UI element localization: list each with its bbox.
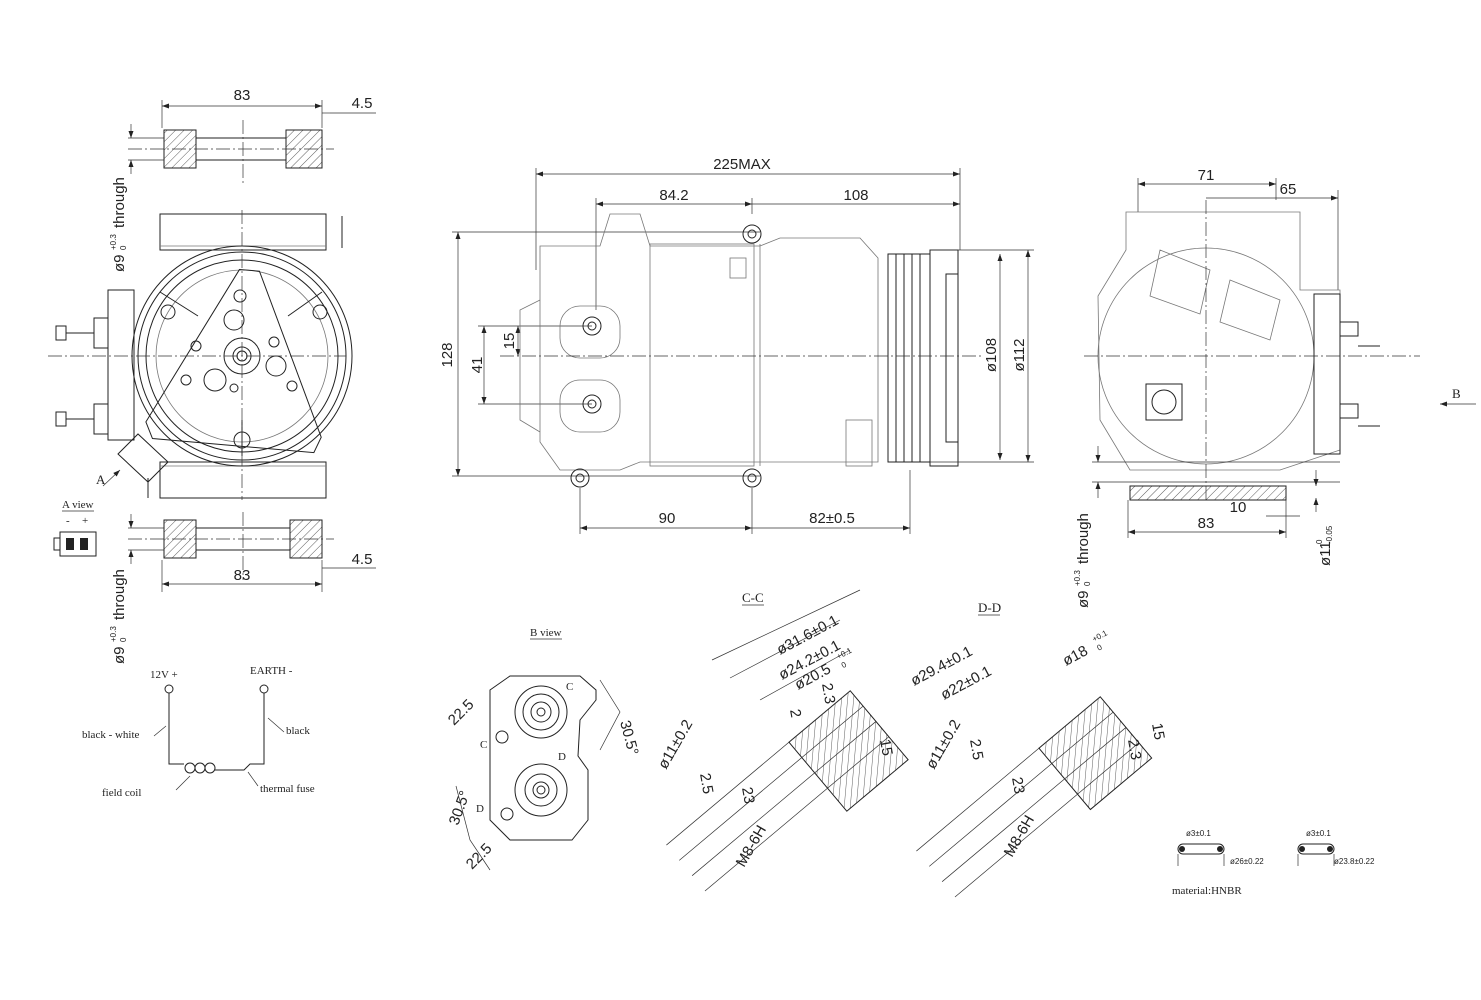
compressor-front: A — [48, 210, 353, 500]
material-label: material:HNBR — [1172, 885, 1242, 897]
arrow-b-label: B — [1452, 386, 1461, 401]
cc-d4: ø11±0.2 — [655, 717, 697, 772]
dim-dia112: ø112 — [1011, 338, 1028, 371]
dim-128: 128 — [439, 342, 456, 367]
oring-a-id: ø26±0.22 — [1230, 857, 1264, 866]
a-view-title: A view — [62, 499, 94, 511]
cc-thread: M8-6H — [733, 823, 770, 870]
o-rings: ø3±0.1 ø26±0.22 ø3±0.1 ø23.8±0.22 materi… — [1172, 829, 1375, 897]
svg-text:C: C — [480, 739, 487, 751]
section-c-c: C-C ø31.6±0.1 ø24.2±0.1 ø20.5 +0.1 0 ø11… — [655, 589, 909, 892]
bview-22-5-top: 22.5 — [445, 696, 478, 729]
cc-v5: 23 — [738, 786, 758, 805]
wire-black: black — [286, 725, 310, 737]
dim-71: 71 — [1198, 167, 1215, 184]
dim-10: 10 — [1230, 499, 1247, 516]
svg-text:0: 0 — [1095, 642, 1104, 652]
dim-225max: 225MAX — [713, 156, 771, 173]
svg-text:through: through — [111, 177, 128, 228]
dd-title: D-D — [978, 600, 1001, 615]
wire-earth: EARTH - — [250, 665, 293, 677]
svg-text:D: D — [558, 751, 566, 763]
wire-12v: 12V + — [150, 669, 178, 681]
dim-bottom-4-5: 4.5 — [352, 551, 373, 568]
dim-top-83: 83 — [234, 87, 251, 104]
bview-30-5-top: 30.5° — [616, 719, 642, 757]
cc-v3: 15 — [876, 738, 896, 757]
svg-text:0: 0 — [1315, 539, 1324, 544]
svg-text:-0.05: -0.05 — [1325, 525, 1334, 544]
svg-text:through: through — [1075, 513, 1092, 564]
oring-b-cs: ø3±0.1 — [1306, 829, 1331, 838]
front-view: 83 4.5 ø9 +0.3 0 through — [48, 87, 376, 664]
cc-title: C-C — [742, 590, 764, 605]
dim-108: 108 — [843, 187, 868, 204]
section-d-d: D-D ø29.4±0.1 ø22±0.1 ø18 +0.1 0 ø11±0.2… — [908, 600, 1168, 898]
hole-top-label: ø9 — [111, 254, 128, 272]
svg-text:D: D — [476, 803, 484, 815]
field-coil-label: field coil — [102, 787, 141, 799]
dim-dia11: ø11 — [1317, 541, 1334, 566]
pulley — [845, 249, 959, 467]
dim-84-2: 84.2 — [659, 187, 688, 204]
rear-view: 71 65 B 83 10 ø11 -0.05 0 ø9 — [1073, 167, 1476, 608]
dd-v1: 15 — [1148, 722, 1168, 741]
svg-text:+0.3: +0.3 — [109, 626, 118, 642]
b-view: B view 22.5 30.5° 30.5° 22.5 C C D D — [445, 627, 642, 873]
dim-r83: 83 — [1198, 515, 1215, 532]
bottom-mount-bushing: 83 4.5 ø9 +0.3 0 through — [109, 512, 376, 664]
bview-22-5-bot: 22.5 — [463, 840, 496, 873]
top-mount-bushing: 83 4.5 ø9 +0.3 0 through — [109, 87, 376, 272]
dd-thread: M8-6H — [1001, 813, 1038, 860]
svg-text:+0.3: +0.3 — [1073, 570, 1082, 586]
dim-41: 41 — [469, 357, 486, 374]
svg-text:through: through — [111, 569, 128, 620]
dd-v3: 2.5 — [966, 738, 986, 761]
dd-v2: 2.3 — [1124, 738, 1144, 761]
dim-dia108: ø108 — [983, 338, 1000, 372]
dim-top-4-5: 4.5 — [352, 95, 373, 112]
dd-v4: 23 — [1008, 776, 1028, 795]
bview-30-5-bot: 30.5° — [446, 788, 474, 827]
svg-text:-: - — [66, 515, 70, 527]
dd-d4: ø11±0.2 — [923, 717, 965, 772]
cc-v2: 2 — [786, 708, 804, 719]
svg-text:0: 0 — [840, 660, 849, 670]
thermal-fuse-label: thermal fuse — [260, 783, 315, 795]
svg-text:+0.1: +0.1 — [1091, 628, 1110, 644]
wiring-diagram: 12V + EARTH - black - white black field … — [82, 665, 315, 799]
dim-65: 65 — [1280, 181, 1297, 198]
wire-black-white: black - white — [82, 729, 140, 741]
dim-82: 82±0.5 — [809, 510, 855, 527]
svg-text:+: + — [82, 515, 88, 527]
cc-v4: 2.5 — [696, 772, 716, 795]
b-view-title: B view — [530, 627, 562, 639]
hole-bottom-label: ø9 — [111, 646, 128, 664]
dd-d3: ø18 — [1060, 642, 1091, 669]
svg-text:0: 0 — [119, 245, 128, 250]
arrow-a-label: A — [96, 472, 106, 487]
dim-15: 15 — [501, 333, 518, 350]
dim-r-hole: ø9 — [1075, 590, 1092, 608]
a-view-connector: A view - + — [53, 499, 97, 557]
svg-text:+0.3: +0.3 — [109, 234, 118, 250]
oring-b-id: ø23.8±0.22 — [1334, 857, 1375, 866]
dim-bottom-83: 83 — [234, 567, 251, 584]
dim-90: 90 — [659, 510, 676, 527]
svg-text:0: 0 — [1083, 581, 1092, 586]
svg-text:0: 0 — [119, 637, 128, 642]
svg-text:C: C — [566, 681, 573, 693]
side-view: 225MAX 84.2 108 128 41 15 — [439, 156, 1034, 534]
oring-a-cs: ø3±0.1 — [1186, 829, 1211, 838]
cc-v1: 2.3 — [818, 682, 838, 705]
